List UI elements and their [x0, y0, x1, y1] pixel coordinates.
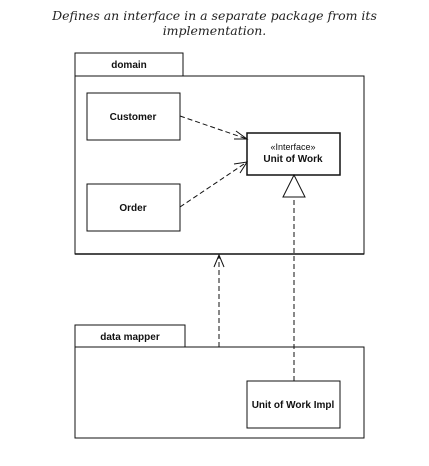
customer-dependency-arrow — [179, 115, 248, 140]
package-dependency-arrowhead — [213, 253, 225, 268]
data-mapper-package-body — [74, 346, 365, 439]
figure-caption: Defines an interface in a separate packa… — [52, 8, 377, 38]
unit-of-work-stereotype: «Interface» — [270, 142, 315, 152]
order-class-name: Order — [119, 203, 146, 214]
domain-package-label: domain — [111, 60, 147, 71]
customer-dependency-arrowhead — [234, 130, 249, 140]
unit-of-work-impl-name: Unit of Work Impl — [252, 400, 335, 411]
unit-of-work-name: Unit of Work — [263, 154, 323, 165]
order-dependency-arrow — [179, 161, 248, 208]
order-dependency-arrowhead — [233, 161, 249, 174]
domain-package-body — [74, 75, 365, 255]
data-mapper-package-label: data mapper — [100, 332, 160, 343]
order-class-box — [86, 183, 181, 232]
realization-triangle — [282, 173, 306, 198]
customer-class-name: Customer — [110, 112, 157, 123]
